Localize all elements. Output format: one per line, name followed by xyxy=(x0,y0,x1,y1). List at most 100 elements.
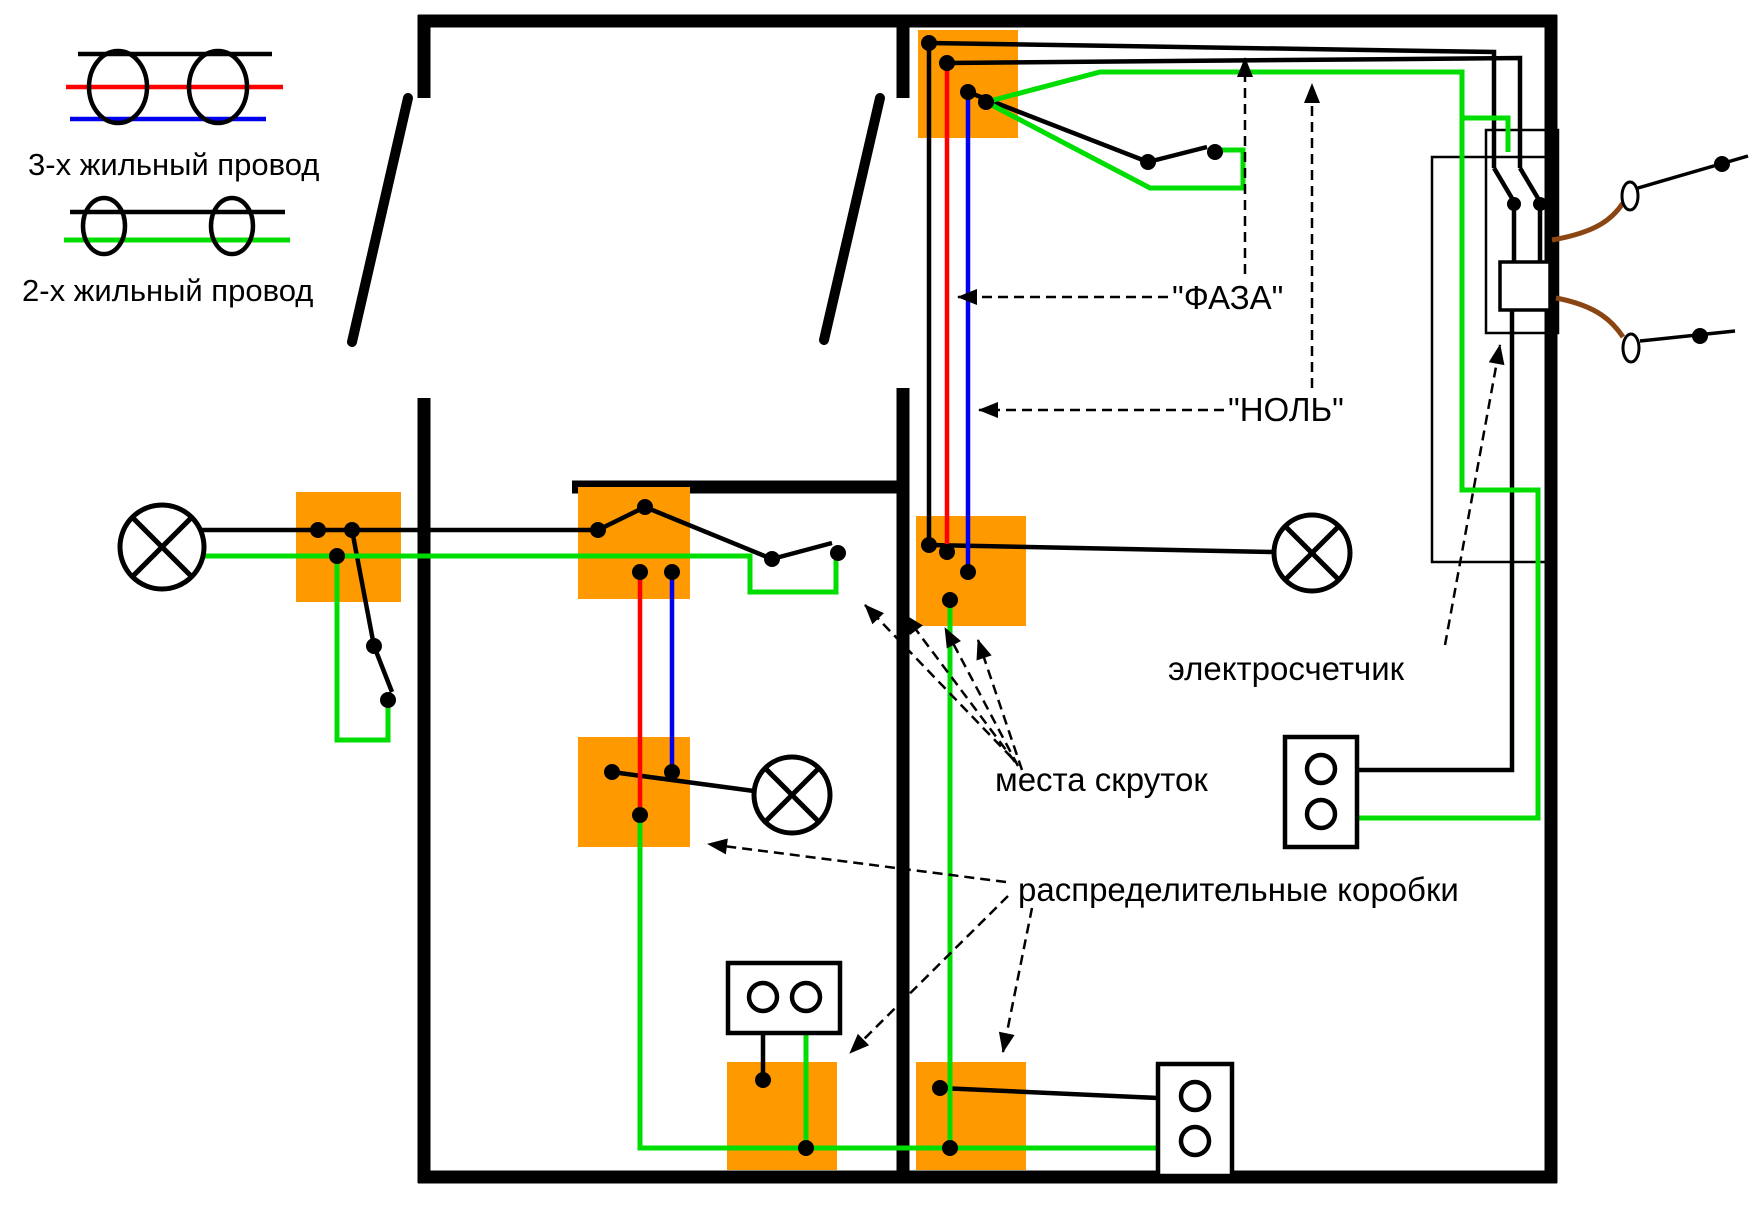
wire-switch3-feed xyxy=(349,529,377,647)
switch1-lever xyxy=(1147,144,1208,165)
distribution-boxes-label: распределительные коробки xyxy=(1018,871,1459,908)
text-labels: 3-х жильный провод 2-х жильный провод "Ф… xyxy=(22,147,1459,908)
socket-icon-bottom-right xyxy=(1155,1061,1235,1179)
legend-2core-label: 2-х жильный провод xyxy=(22,273,313,308)
phase-label: "ФАЗА" xyxy=(1172,279,1283,316)
service-tail-upper xyxy=(1637,154,1749,190)
service-dot xyxy=(1714,156,1730,172)
twist-dot xyxy=(921,537,937,553)
service-tail-lower xyxy=(1639,329,1736,343)
lamp-icon-rightroom xyxy=(1271,512,1353,594)
switch-dot xyxy=(380,692,396,708)
arrow-twist-2 xyxy=(903,614,1017,763)
arrow-meter xyxy=(1443,344,1505,646)
twist-dot xyxy=(664,564,680,580)
lamps xyxy=(117,502,1353,836)
wire-lamp2-feed xyxy=(611,769,755,794)
twist-dot xyxy=(921,35,937,51)
wire-lamp3-feed xyxy=(928,542,1275,555)
wire-green-switch1-hook xyxy=(984,99,1246,191)
socket-icon-right xyxy=(1282,734,1360,850)
twist-dot xyxy=(942,1140,958,1156)
arrow-twist-4 xyxy=(976,639,1024,771)
meter-panel xyxy=(1430,128,1560,564)
door-leaf-interior xyxy=(819,93,885,345)
socket-hole xyxy=(1304,752,1338,786)
twist-dot xyxy=(632,807,648,823)
meter-label: электросчетчик xyxy=(1168,650,1405,687)
insulators xyxy=(1620,180,1641,364)
lamp-icon-hall xyxy=(117,502,207,592)
junction-box-left xyxy=(296,492,401,602)
wire-socket3-feed xyxy=(939,1085,1159,1101)
junction-boxes xyxy=(296,30,1026,1170)
switch-dot xyxy=(1140,154,1156,170)
electric-meter xyxy=(1498,260,1552,312)
brown-wires xyxy=(1551,201,1626,339)
breaker-dot xyxy=(1507,197,1521,211)
door-leaf-entrance xyxy=(347,93,413,347)
arrow-box-bottom-left xyxy=(849,895,1009,1054)
twist-dot xyxy=(939,544,955,560)
twist-dot xyxy=(604,764,620,780)
black-wires xyxy=(200,40,1749,1101)
twist-dot xyxy=(978,94,994,110)
socket-icon-bottom-middle xyxy=(725,960,843,1036)
twist-dot xyxy=(755,1072,771,1088)
lamp-cross xyxy=(763,766,821,824)
insulator-upper xyxy=(1620,180,1640,212)
breaker-lever-a xyxy=(1492,166,1515,202)
service-dot xyxy=(1692,328,1708,344)
twist-dot xyxy=(329,548,345,564)
wire-green-panel-stub xyxy=(1462,115,1511,152)
socket-body xyxy=(725,960,843,1036)
socket-hole xyxy=(1304,797,1338,831)
twist-dot xyxy=(664,764,680,780)
arrow-box-bottom-right xyxy=(998,907,1034,1053)
switch-dot xyxy=(1207,144,1223,160)
legend-symbols xyxy=(70,48,285,257)
wire-box3-jumper xyxy=(597,504,646,533)
lamp-cross xyxy=(1283,524,1341,582)
legend-3core-label: 3-х жильный провод xyxy=(28,147,319,182)
twist-dot xyxy=(942,592,958,608)
wire-top-run-a xyxy=(928,40,1497,168)
callout-arrows xyxy=(707,57,1505,1054)
socket-hole xyxy=(1178,1124,1212,1158)
insulator-lower xyxy=(1621,332,1641,364)
wire-green-lamp1-run xyxy=(203,553,839,595)
twist-dot xyxy=(960,564,976,580)
twist-dot xyxy=(637,499,653,515)
switch-dot xyxy=(830,545,846,561)
twist-dots xyxy=(310,35,1730,1156)
twist-dot xyxy=(632,564,648,580)
lamp-cross xyxy=(130,515,194,579)
wire-switch2-feed xyxy=(644,504,773,562)
twist-points-label: места скруток xyxy=(995,761,1208,798)
blue-wires xyxy=(70,92,971,772)
twist-dot xyxy=(798,1140,814,1156)
legend-2core-loop xyxy=(80,195,128,257)
switch3-lever xyxy=(371,645,395,693)
wire-switch1-feed xyxy=(967,89,1149,165)
wire-green-bottom-run xyxy=(637,815,1158,1151)
lamp-icon-midroom xyxy=(751,754,833,836)
green-wires xyxy=(64,69,1541,1151)
wire-green-switch3-hook xyxy=(334,556,391,743)
arrow-box-mid xyxy=(707,838,1007,884)
service-wire-lower xyxy=(1555,295,1626,339)
arrow-twist-3 xyxy=(943,627,1020,767)
breaker-lever-b xyxy=(1518,166,1541,202)
twist-dot xyxy=(590,522,606,538)
neutral-label: "НОЛЬ" xyxy=(1228,391,1344,428)
twist-dot xyxy=(960,84,976,100)
switch2-lever xyxy=(771,540,833,562)
twist-dot xyxy=(939,55,955,71)
socket-hole xyxy=(746,980,780,1014)
legend-3core-loop xyxy=(86,48,150,126)
junction-box-bottom-left xyxy=(727,1062,837,1170)
wire-top-run-b xyxy=(946,55,1523,168)
switch-dot xyxy=(366,638,382,654)
